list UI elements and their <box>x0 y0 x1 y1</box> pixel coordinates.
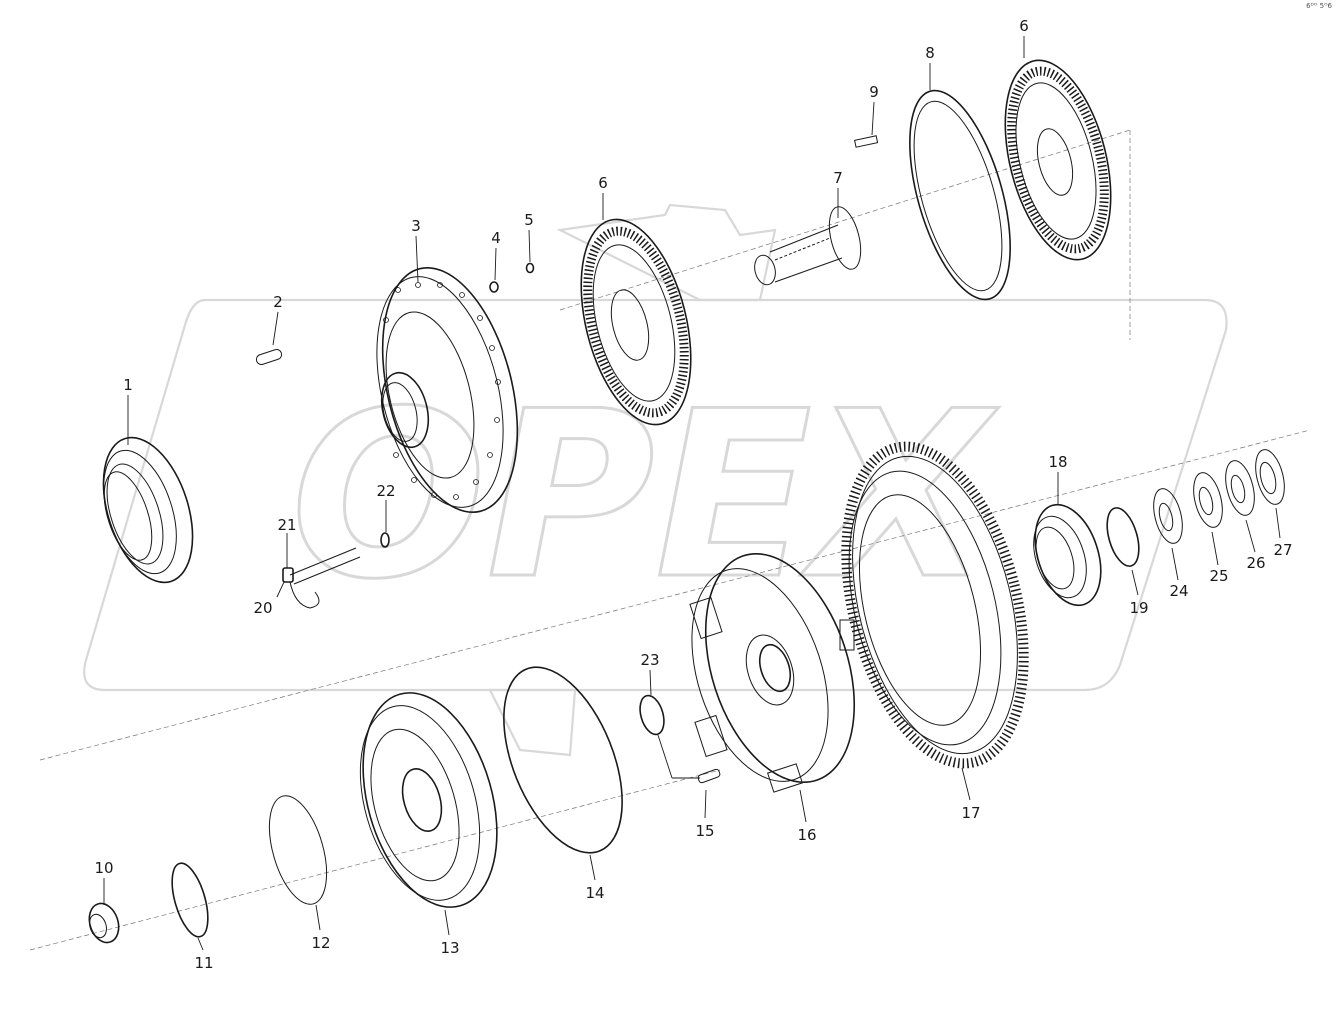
callout-24: 24 <box>1169 582 1188 600</box>
callout-labels: 1 2 3 4 5 6 6 7 8 9 10 11 12 13 14 15 16… <box>94 17 1292 972</box>
leader-lines <box>103 36 1281 951</box>
callout-17: 17 <box>961 804 980 822</box>
callout-8: 8 <box>925 44 935 62</box>
part-20-retaining-ring <box>282 567 320 609</box>
callout-3: 3 <box>411 217 421 235</box>
part-26-shim <box>1225 460 1255 516</box>
callout-16: 16 <box>797 826 816 844</box>
callout-15: 15 <box>695 822 714 840</box>
part-18-bearing <box>1033 503 1102 607</box>
part-13-piston <box>359 692 498 908</box>
center-axes <box>29 129 1311 951</box>
part-27-shim <box>1255 449 1285 505</box>
part-14-o-ring <box>503 666 623 854</box>
part-10-small-bearing <box>88 902 120 944</box>
part-6-friction-disc-left <box>580 218 692 426</box>
callout-1: 1 <box>123 376 133 394</box>
part-21-long-pin <box>289 547 361 585</box>
callout-7: 7 <box>833 169 843 187</box>
callout-18: 18 <box>1048 453 1067 471</box>
part-19-snap-ring <box>1106 507 1140 567</box>
callout-23: 23 <box>640 651 659 669</box>
part-11-snap-ring <box>171 862 209 938</box>
corner-code: 6ᴰᴼ 5ᴼ6 <box>1306 2 1332 10</box>
part-23-seal-ring <box>639 694 665 736</box>
part-25-shim <box>1193 472 1223 528</box>
callout-27: 27 <box>1273 541 1292 559</box>
part-4-nut <box>489 281 499 293</box>
part-24-shim <box>1153 488 1183 544</box>
callout-11: 11 <box>194 954 213 972</box>
callout-2: 2 <box>273 293 283 311</box>
callout-5: 5 <box>524 211 534 229</box>
part-22-washer <box>380 532 390 548</box>
part-1-bearing <box>102 436 194 584</box>
part-16-planet-carrier <box>689 553 856 793</box>
part-8-steel-plate <box>909 89 1011 301</box>
callout-6-left: 6 <box>598 174 608 192</box>
callout-20: 20 <box>253 599 272 617</box>
callout-19: 19 <box>1129 599 1148 617</box>
callout-6-right: 6 <box>1019 17 1029 35</box>
part-3-hub-housing <box>376 266 519 514</box>
callout-14: 14 <box>585 884 604 902</box>
part-5-nut <box>525 262 535 274</box>
callout-22: 22 <box>376 482 395 500</box>
watermark-logo: OPEX <box>83 203 1228 757</box>
part-17-ring-gear <box>841 441 1029 769</box>
part-9-bolt <box>854 135 879 148</box>
callout-9: 9 <box>869 83 879 101</box>
callout-25: 25 <box>1209 567 1228 585</box>
callout-4: 4 <box>491 229 501 247</box>
part-7-splined-shaft <box>754 206 862 286</box>
part-2-pin <box>255 349 283 365</box>
callout-21: 21 <box>277 516 296 534</box>
callout-26: 26 <box>1246 554 1265 572</box>
watermark-text: OPEX <box>291 363 999 630</box>
callout-10: 10 <box>94 859 113 877</box>
callout-13: 13 <box>440 939 459 957</box>
part-15-dowel-pin <box>697 768 721 784</box>
part-12-thrust-washer <box>268 795 328 905</box>
part-6-friction-disc-right <box>1004 59 1112 261</box>
callout-12: 12 <box>311 934 330 952</box>
